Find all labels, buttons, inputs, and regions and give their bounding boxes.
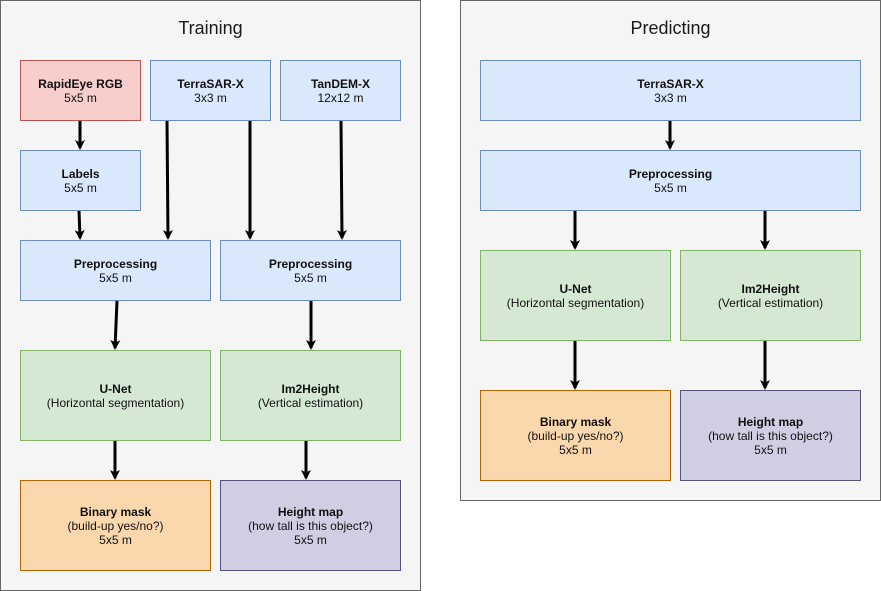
arrow-prep1-to-unet	[110, 300, 121, 350]
arrow-labels-to-prep1	[74, 210, 85, 240]
node-unet: U-Net (Horizontal segmentation)	[20, 350, 211, 441]
node-im2height: Im2Height (Vertical estimation)	[220, 350, 401, 441]
pred-node-unet: U-Net (Horizontal segmentation)	[480, 250, 671, 341]
node-preprocessing-2: Preprocessing 5x5 m	[220, 240, 401, 301]
pred-node-binary-mask: Binary mask (build-up yes/no?) 5x5 m	[480, 390, 671, 481]
pred-node-height-map: Height map (how tall is this object?) 5x…	[680, 390, 861, 481]
arrow-tandem-to-prep2	[336, 120, 347, 240]
node-height-map: Height map (how tall is this object?) 5x…	[220, 480, 401, 571]
node-labels: Labels 5x5 m	[20, 150, 141, 211]
node-binary-mask: Binary mask (build-up yes/no?) 5x5 m	[20, 480, 211, 571]
node-rapideye-rgb: RapidEye RGB 5x5 m	[20, 60, 141, 121]
pred-node-preprocessing: Preprocessing 5x5 m	[480, 150, 861, 211]
pred-node-im2height: Im2Height (Vertical estimation)	[680, 250, 861, 341]
pred-node-terrasar-x: TerraSAR-X 3x3 m	[480, 60, 861, 121]
node-terrasar-x: TerraSAR-X 3x3 m	[150, 60, 271, 121]
node-tandem-x: TanDEM-X 12x12 m	[280, 60, 401, 121]
predicting-title: Predicting	[630, 18, 711, 38]
node-preprocessing-1: Preprocessing 5x5 m	[20, 240, 211, 301]
arrow-terrasar-to-prep1	[162, 120, 173, 240]
training-title: Training	[178, 18, 243, 38]
